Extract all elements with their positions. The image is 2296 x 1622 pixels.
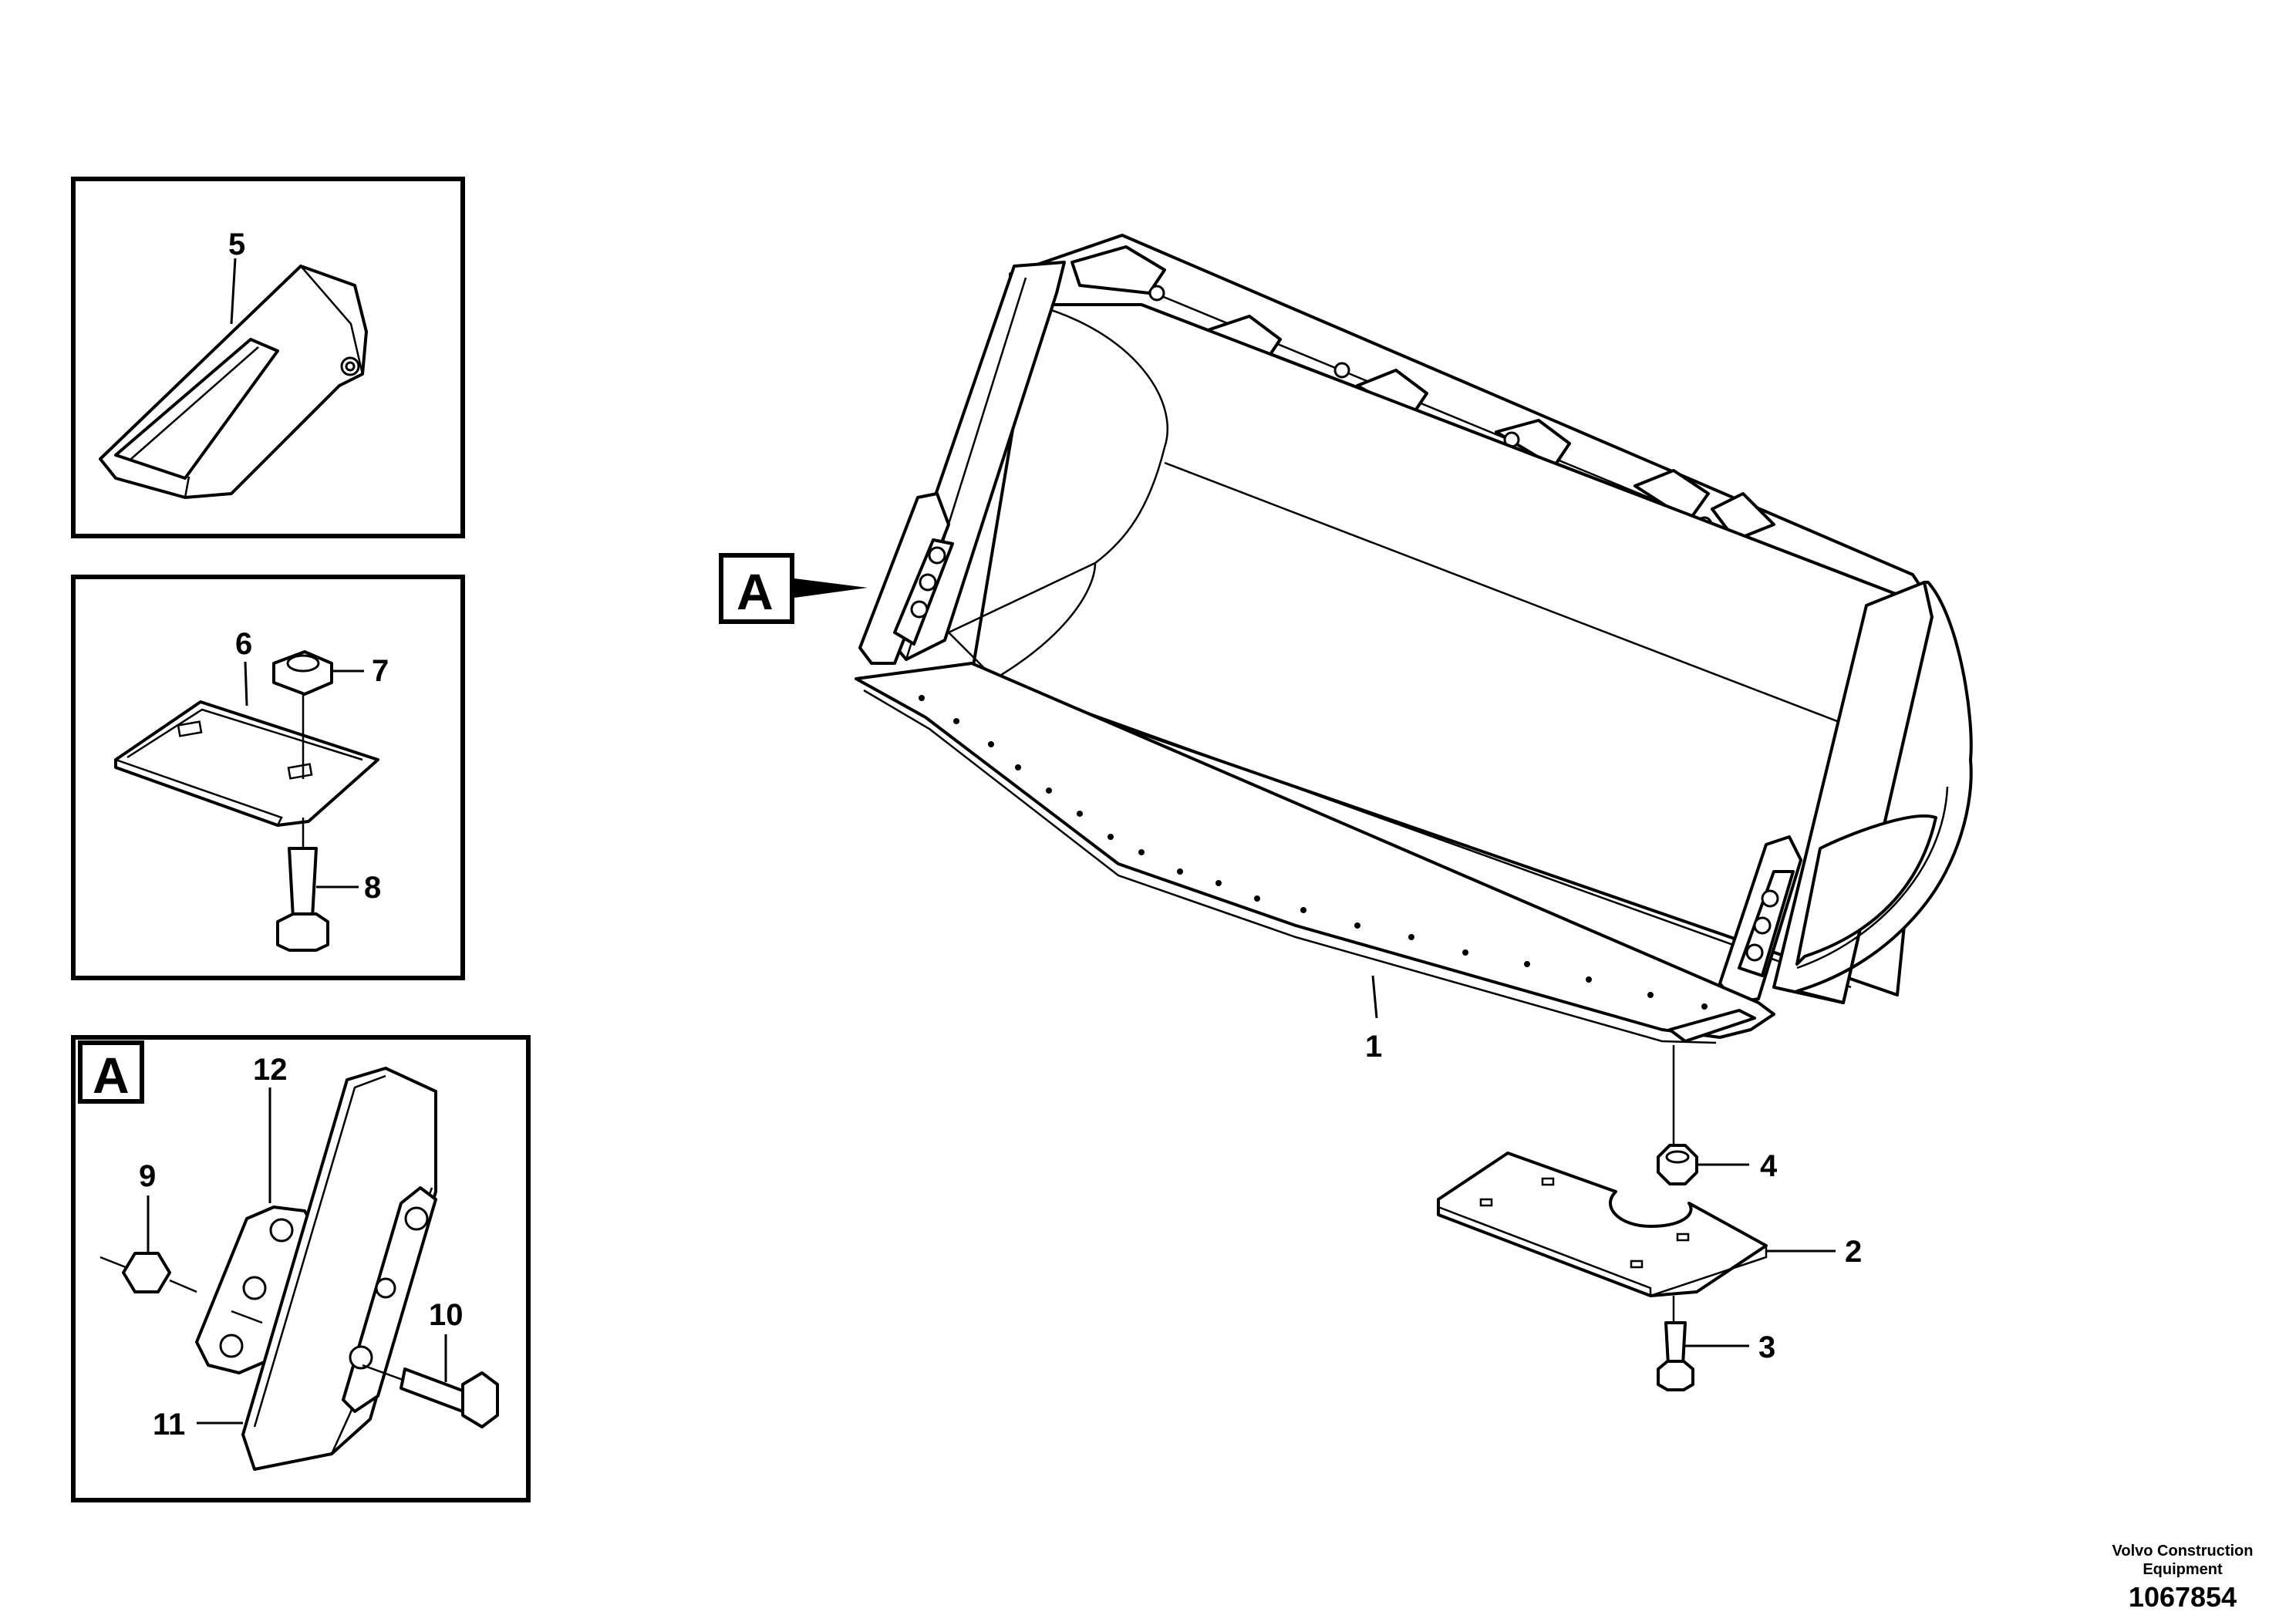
- drawing-number: 1067854: [2128, 1581, 2237, 1613]
- inset-frame-detail-a: [71, 1035, 531, 1502]
- leader-5: [230, 258, 237, 325]
- leader-1: [1371, 975, 1378, 1019]
- inset-frame-edge-segment: [71, 575, 465, 980]
- bolt-3: [1657, 1321, 1694, 1391]
- callout-12: 12: [253, 1053, 288, 1087]
- brand-name-line1: Volvo Construction: [2112, 1543, 2254, 1560]
- callout-6: 6: [235, 627, 252, 661]
- callout-4: 4: [1760, 1149, 1778, 1183]
- callout-9: 9: [139, 1159, 156, 1193]
- side-cutter-11: [241, 1067, 437, 1471]
- tooth-part: [99, 265, 368, 499]
- callout-7: 7: [372, 654, 389, 688]
- corner-plate-2: [1437, 1152, 1768, 1297]
- callout-2: 2: [1845, 1235, 1862, 1269]
- nut-7: [272, 650, 333, 696]
- edge-segment-part: [114, 700, 379, 827]
- callout-3: 3: [1758, 1330, 1775, 1364]
- nut-4: [1657, 1144, 1698, 1185]
- bolt-8: [276, 818, 329, 952]
- bucket-1: [855, 234, 1973, 1044]
- detail-a-arrow-head: [794, 578, 868, 598]
- callout-5: 5: [228, 228, 245, 261]
- inset-frame-tooth: [71, 177, 465, 538]
- nut-9: [99, 1252, 263, 1324]
- callout-8: 8: [364, 871, 381, 905]
- callout-11: 11: [153, 1408, 185, 1442]
- detail-a-inset-tag: [78, 1040, 144, 1104]
- callout-10: 10: [429, 1298, 464, 1332]
- detail-a-letter: A: [737, 563, 774, 620]
- leader-6: [244, 661, 248, 706]
- callout-1: 1: [1365, 1030, 1382, 1064]
- detail-a-inset-letter: A: [93, 1047, 130, 1104]
- brand-name-line2: Equipment: [2143, 1561, 2223, 1578]
- bolt-10: [362, 1364, 499, 1428]
